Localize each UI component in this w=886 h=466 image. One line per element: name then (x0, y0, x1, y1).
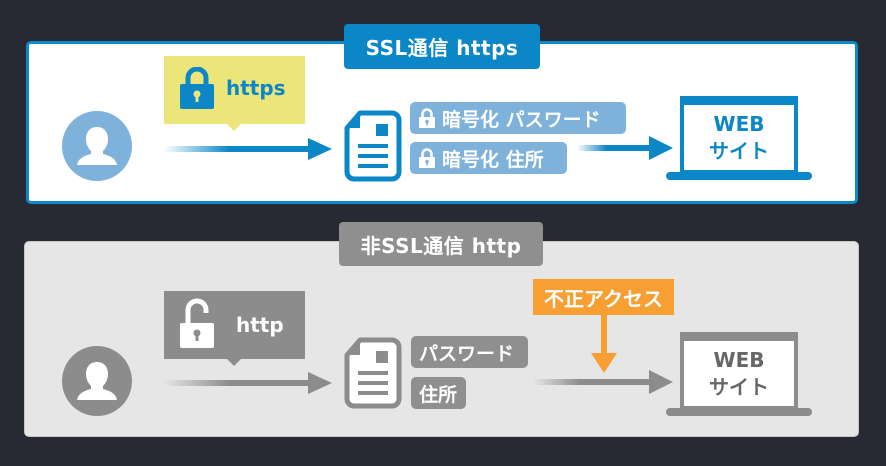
unauthorized-access-label: 不正アクセス (533, 279, 674, 315)
chip-label: 住所 (419, 383, 458, 406)
website-laptop-icon: WEB サイト (666, 332, 812, 418)
chip-password: パスワード (411, 336, 528, 368)
lock-open-icon (180, 298, 214, 348)
http-bubble: http (164, 291, 305, 366)
chip-encrypted-address: 暗号化 住所 (410, 142, 567, 174)
http-label: http (236, 313, 284, 337)
laptop-base (666, 408, 812, 416)
chip-label: パスワード (419, 342, 515, 365)
ssl-arrow-data-to-web (577, 136, 673, 160)
website-laptop-icon: WEB サイト (666, 96, 812, 182)
laptop-screen: WEB サイト (680, 96, 798, 174)
laptop-screen: WEB サイト (680, 332, 798, 410)
bubble-tail (227, 359, 241, 366)
lock-closed-icon (419, 148, 435, 168)
https-label: https (226, 76, 286, 100)
website-label-line1: WEB (713, 111, 765, 136)
chip-encrypted-password: 暗号化 パスワード (410, 102, 626, 134)
website-label-line2: サイト (709, 374, 769, 399)
https-bubble: https (164, 56, 305, 131)
lock-closed-icon (180, 67, 214, 109)
laptop-base (666, 172, 812, 180)
website-label-line2: サイト (709, 138, 769, 163)
user-avatar-icon (62, 111, 132, 181)
chip-label: 暗号化 住所 (442, 148, 544, 171)
chip-address: 住所 (411, 377, 466, 409)
chip-label: 暗号化 パスワード (442, 108, 601, 131)
unauthorized-access-arrow (591, 315, 617, 373)
bubble-tail (227, 124, 241, 131)
user-avatar-icon (62, 346, 132, 416)
nonssl-section-title: 非SSL通信 http (339, 222, 543, 266)
nonssl-arrow-user-to-data (164, 372, 332, 394)
document-icon (344, 337, 402, 409)
ssl-arrow-user-to-data (164, 138, 332, 160)
ssl-section-title: SSL通信 https (344, 24, 540, 69)
lock-closed-icon (419, 108, 435, 128)
website-label-line1: WEB (713, 347, 765, 372)
nonssl-arrow-data-to-web (533, 370, 673, 394)
document-icon (344, 110, 402, 182)
